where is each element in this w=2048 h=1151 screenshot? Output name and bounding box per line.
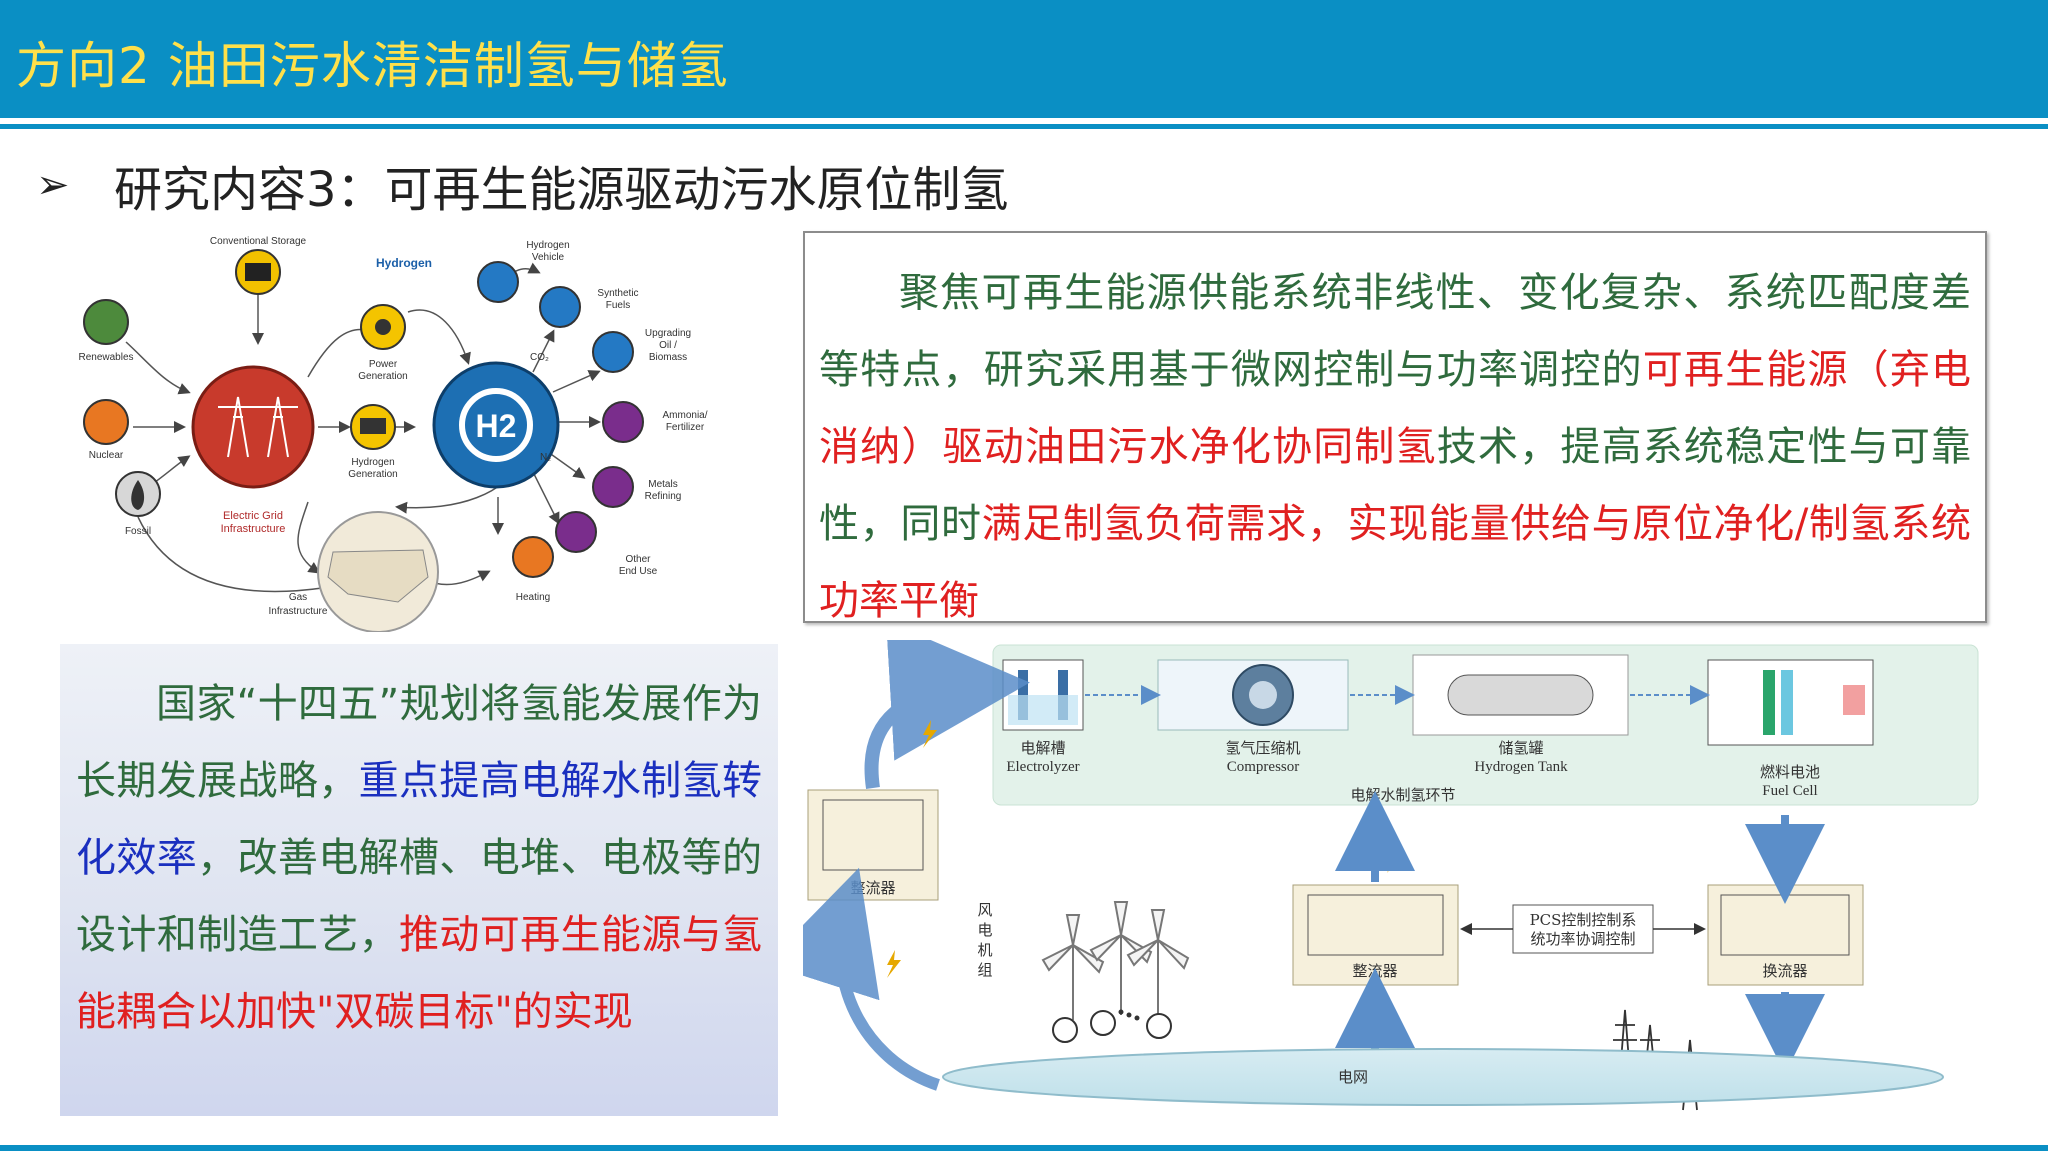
label-hydrogen-generation-2: Generation	[348, 469, 397, 480]
hydrogen-tank-icon	[1447, 674, 1594, 716]
label-power-grid: 电网	[1338, 1068, 1368, 1086]
label-metals-2: Refining	[645, 491, 682, 502]
label-fuelcell-cn: 燃料电池	[1760, 763, 1820, 781]
policy-text-normal-2: ，改善电解槽、电堆、电极等的设计和制造工艺，	[76, 835, 762, 958]
label-metals-1: Metals	[648, 479, 677, 490]
pcs-control-box	[1512, 904, 1654, 954]
label-upgrading-3: Biomass	[649, 352, 687, 363]
label-hydrogen-vehicle-2: Vehicle	[532, 252, 565, 263]
flow-arrow-wind-to-rectifier	[765, 867, 940, 1091]
label-other-1: Other	[625, 554, 651, 565]
label-h2: H2	[476, 408, 517, 444]
label-electrolysis-stage: 电解水制氢环节	[1350, 786, 1455, 804]
focus-text-highlight-1: 可再生能源（弃电消纳）驱动油田污水净化协同制氢	[819, 347, 1971, 470]
hydrogen-system-diagram: 电解槽 Electrolyzer 氢气压缩机 Compressor 储氢罐 Hy…	[765, 620, 1987, 1120]
label-wind-3: 机	[977, 941, 992, 959]
label-ammonia-1: Ammonia/	[662, 410, 707, 421]
label-power-generation-1: Power	[369, 359, 398, 370]
label-pcs-1: PCS控制控制系	[1530, 911, 1637, 929]
title-bar: 方向2 油田污水清洁制氢与储氢	[0, 0, 2048, 118]
policy-text-blue: 重点提高电解水制氢转化效率	[76, 758, 762, 881]
heating-icon	[512, 536, 554, 578]
power-grid-ellipse	[942, 1048, 1944, 1106]
label-inverter: 换流器	[1762, 962, 1807, 980]
label-electric-grid-2: Infrastructure	[221, 523, 286, 535]
other-end-use-icon	[555, 511, 597, 553]
metals-refining-icon	[592, 466, 634, 508]
label-hydrogen-vehicle-1: Hydrogen	[526, 240, 569, 251]
label-wind-2: 电	[977, 921, 992, 939]
label-tank-cn: 储氢罐	[1498, 739, 1543, 757]
hydrogen-ecosystem-svg: Conventional Storage Renewables Nuclear …	[78, 236, 708, 633]
label-rectifier-left: 整流器	[850, 879, 895, 897]
label-compressor-cn: 氢气压缩机	[1225, 739, 1300, 757]
label-renewables: Renewables	[78, 352, 133, 363]
hydrogen-system-svg: 电解槽 Electrolyzer 氢气压缩机 Compressor 储氢罐 Hy…	[765, 620, 1979, 1111]
nuclear-icon	[83, 399, 129, 445]
hydrogen-ecosystem-diagram: Conventional Storage Renewables Nuclear …	[78, 232, 778, 633]
label-rectifier-middle: 整流器	[1352, 962, 1397, 980]
label-wind-4: 组	[977, 961, 992, 979]
battery-body	[245, 263, 271, 281]
focus-text-normal-1: 聚焦可再生能源供能系统非线性、变化复杂、系统匹配度差等特点，研究采用基于微网控制…	[819, 270, 1971, 393]
label-electrolyzer-en: Electrolyzer	[1006, 759, 1079, 775]
flow-arrow-to-electrolyzer	[864, 620, 1030, 790]
label-nuclear: Nuclear	[89, 450, 124, 461]
fuel-pump-icon	[539, 286, 581, 328]
label-electric-grid-1: Electric Grid	[223, 510, 283, 522]
label-upgrading-2: Oil /	[659, 340, 677, 351]
label-hydrogen-generation-1: Hydrogen	[351, 457, 394, 468]
focus-text-normal-2: 技术，提高系统稳定性与可靠性，同时	[819, 424, 1972, 547]
label-synthetic-fuels-2: Fuels	[606, 300, 630, 311]
policy-text-red: 推动可再生能源与氢能耦合以加快"双碳目标"的实现	[76, 912, 762, 1035]
research-focus-box: 聚焦可再生能源供能系统非线性、变化复杂、系统匹配度差等特点，研究采用基于微网控制…	[803, 231, 1987, 624]
label-fuelcell-en: Fuel Cell	[1762, 783, 1817, 799]
page-title: 方向2 油田污水清洁制氢与储氢	[16, 37, 729, 95]
ammonia-leaf-icon	[602, 401, 644, 443]
label-hydrogen: Hydrogen	[376, 256, 432, 270]
wind-turbine-icons	[1041, 901, 1190, 1043]
connection-arrows	[125, 262, 601, 593]
focus-text-highlight-2: 满足制氢负荷需求，实现能量供给与原位净化/制氢系统功率平衡	[819, 501, 1972, 624]
policy-box: 国家“十四五”规划将氢能发展作为长期发展战略，重点提高电解水制氢转化效率，改善电…	[60, 644, 778, 1116]
label-wind-1: 风	[977, 901, 992, 919]
electric-grid-icon	[191, 365, 315, 489]
label-n2: N₂	[540, 452, 551, 463]
research-focus-text: 聚焦可再生能源供能系统非线性、变化复杂、系统匹配度差等特点，研究采用基于微网控制…	[819, 255, 1971, 640]
label-co2: CO₂	[530, 352, 549, 363]
label-gas-1: Gas	[289, 592, 307, 603]
label-gas-2: Infrastructure	[269, 606, 328, 617]
arrow-right-icon: ➢	[36, 162, 70, 208]
label-synthetic-fuels-1: Synthetic	[597, 288, 638, 299]
label-tank-en: Hydrogen Tank	[1474, 759, 1568, 775]
upgrading-oil-icon	[592, 331, 634, 373]
label-pcs-2: 统功率协调控制	[1530, 930, 1635, 948]
policy-text: 国家“十四五”规划将氢能发展作为长期发展战略，重点提高电解水制氢转化效率，改善电…	[76, 666, 762, 1051]
label-power-generation-2: Generation	[358, 371, 407, 382]
policy-text-normal-1: 国家“十四五”规划将氢能发展作为长期发展战略，	[76, 681, 762, 804]
section-heading-text: 研究内容3：可再生能源驱动污水原位制氢	[114, 162, 1009, 218]
bottom-divider	[0, 1145, 2048, 1151]
label-ammonia-2: Fertilizer	[666, 422, 705, 433]
label-conventional-storage: Conventional Storage	[210, 236, 307, 247]
label-fossil: Fossil	[125, 526, 151, 537]
title-divider	[0, 124, 2048, 129]
renewables-icon	[83, 299, 129, 345]
label-heating: Heating	[516, 592, 550, 603]
section-heading: ➢ 研究内容3：可再生能源驱动污水原位制氢	[36, 150, 1009, 220]
label-compressor-en: Compressor	[1227, 759, 1300, 775]
label-upgrading-1: Upgrading	[645, 328, 691, 339]
label-other-2: End Use	[619, 566, 658, 577]
label-electrolyzer-cn: 电解槽	[1020, 739, 1065, 757]
hydrogen-vehicle-icon	[477, 261, 519, 303]
hydrogen-hub-icon	[432, 361, 560, 489]
